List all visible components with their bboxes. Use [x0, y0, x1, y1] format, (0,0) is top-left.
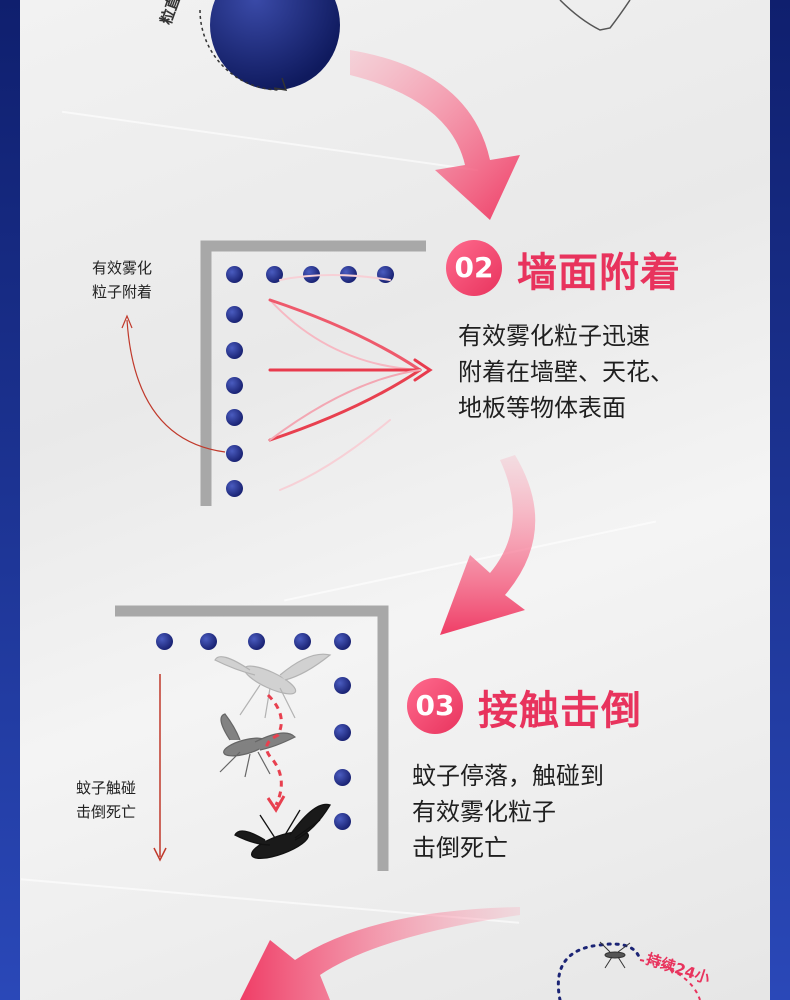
desc-line: 附着在墙壁、天花、	[458, 358, 674, 386]
particle-dot	[334, 677, 351, 694]
knockdown-down-arrow	[153, 674, 167, 862]
step-2-title: 墙面附着	[517, 250, 681, 296]
wall-corner-1	[200, 240, 426, 506]
particle-dot	[334, 633, 351, 650]
attach-pointer-arrow	[121, 314, 226, 453]
left-border	[0, 0, 20, 1000]
knockdown-label: 蚊子触碰 击倒死亡	[76, 776, 136, 824]
mosquito-icon	[214, 653, 332, 719]
desc-line: 有效雾化粒子	[412, 798, 556, 826]
step-2-description: 有效雾化粒子迅速 附着在墙壁、天花、 地板等物体表面	[458, 318, 674, 426]
flow-arrow-1	[350, 50, 520, 220]
particle-dot	[200, 633, 217, 650]
diameter-arc	[199, 9, 288, 91]
desc-line: 地板等物体表面	[458, 394, 626, 422]
mosquito-icon	[599, 941, 631, 969]
particle-dot	[248, 633, 265, 650]
mosquito-icon	[219, 713, 297, 778]
attach-label: 有效雾化 粒子附着	[92, 256, 152, 304]
flow-arrow-3	[240, 907, 520, 1000]
particle-dot	[156, 633, 173, 650]
step-3-badge: 03	[407, 678, 463, 734]
flow-arrow-2	[440, 455, 536, 635]
particle-dot	[226, 266, 243, 283]
particle-dot	[226, 377, 243, 394]
mosquito-icon	[234, 803, 331, 859]
particle-dot	[226, 409, 243, 426]
dotted-loop	[556, 942, 701, 1000]
particle-dot	[334, 769, 351, 786]
particle-dot	[334, 724, 351, 741]
attach-label-line: 有效雾化	[92, 259, 153, 277]
attach-label-line: 粒子附着	[92, 283, 153, 301]
particle-dot	[226, 306, 243, 323]
desc-line: 有效雾化粒子迅速	[458, 322, 650, 350]
right-border	[770, 0, 790, 1000]
falling-path	[265, 693, 286, 813]
desc-line: 击倒死亡	[412, 834, 508, 862]
particle-dot	[226, 480, 243, 497]
particle-dot	[303, 266, 320, 283]
wall-corner-2	[115, 605, 389, 871]
particle-dot	[266, 266, 283, 283]
particle-dot	[334, 813, 351, 830]
knockdown-label-line: 蚊子触碰	[76, 779, 137, 797]
step-3-description: 蚊子停落，触碰到 有效雾化粒子 击倒死亡	[412, 758, 604, 866]
knockdown-label-line: 击倒死亡	[76, 803, 137, 821]
particle-dot	[226, 342, 243, 359]
desc-line: 蚊子停落，触碰到	[412, 762, 604, 790]
particle-dot	[294, 633, 311, 650]
particle-trajectories	[268, 274, 433, 491]
step-3-title: 接触击倒	[478, 688, 642, 734]
step-2-badge: 02	[446, 240, 502, 296]
paper-background: 粒直径22	[20, 0, 770, 1000]
mosquito-leg-sketch	[559, 0, 631, 31]
particle-dot	[226, 445, 243, 462]
